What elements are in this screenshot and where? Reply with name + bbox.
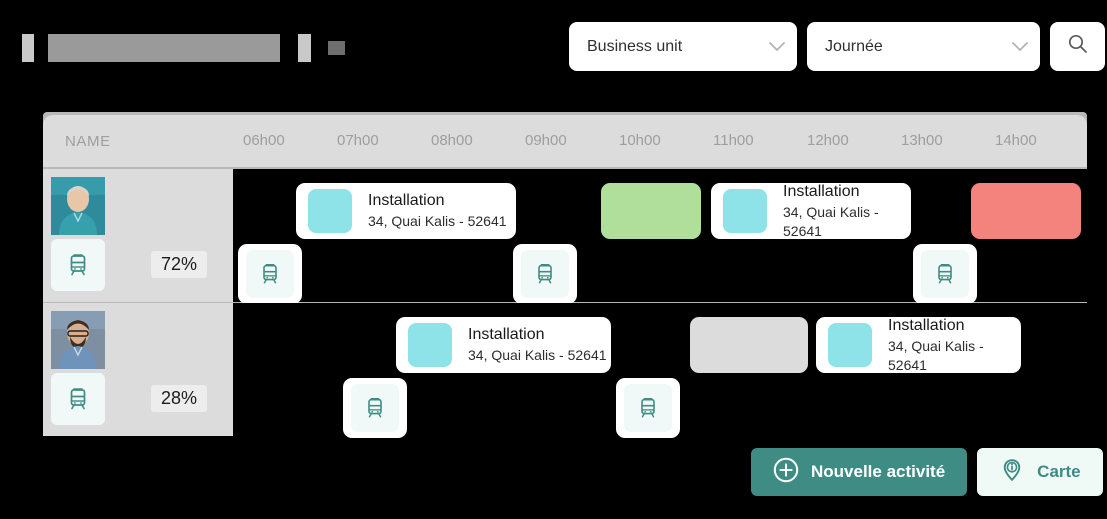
map-label: Carte (1037, 462, 1081, 481)
bottom-action-bar: Nouvelle activité Carte (751, 448, 1103, 496)
time-tick: 12h00 (807, 132, 849, 149)
tram-icon (51, 239, 105, 291)
activity-card[interactable]: Installation 34, Quai Kalis - 52641 (296, 183, 516, 239)
period-value: Journée (825, 37, 883, 55)
period-select[interactable]: Journée (807, 22, 1040, 71)
travel-segment[interactable] (616, 378, 680, 438)
time-tick: 11h00 (713, 132, 754, 149)
avatar (51, 311, 105, 369)
tram-icon (246, 250, 294, 298)
time-tick: 06h00 (243, 132, 285, 149)
timeline-header: 06h00 07h00 08h00 09h00 10h00 11h00 12h00 13h00… (233, 115, 1087, 167)
activity-title: Installation (368, 192, 445, 209)
plus-circle-icon (773, 457, 799, 488)
redaction-block (298, 34, 311, 62)
travel-segment[interactable] (513, 244, 577, 304)
activity-color-swatch (723, 189, 767, 233)
new-activity-button[interactable]: Nouvelle activité (751, 448, 968, 496)
avatar (51, 177, 105, 235)
activity-block[interactable] (690, 317, 808, 373)
tram-icon (624, 384, 672, 432)
schedule-header: NAME 06h00 07h00 08h00 09h00 10h00 11h00 12h00… (43, 115, 1087, 167)
activity-address: 34, Quai Kalis - 52641 (888, 337, 984, 373)
search-button[interactable] (1050, 22, 1105, 71)
activity-title: Installation (468, 326, 545, 343)
chevron-down-icon[interactable] (1000, 41, 1040, 52)
tram-icon (921, 250, 969, 298)
activity-block[interactable] (601, 183, 701, 239)
activity-address: 34, Quai Kalis - 52641 (368, 213, 507, 229)
filter-bar: Business unit Journée (553, 4, 1105, 88)
redaction-block (22, 34, 34, 62)
time-tick: 13h00 (901, 132, 943, 149)
activity-card[interactable]: Installation 34, Quai Kalis - 52641 (816, 317, 1021, 373)
time-tick: 07h00 (337, 132, 379, 149)
activity-color-swatch (828, 323, 872, 367)
business-unit-value: Business unit (587, 37, 683, 55)
tram-icon (521, 250, 569, 298)
time-tick: 08h00 (431, 132, 473, 149)
activity-color-swatch (408, 323, 452, 367)
activity-card[interactable]: Installation 34, Quai Kalis - 52641 (711, 183, 911, 239)
chevron-down-icon[interactable] (757, 41, 797, 52)
redacted-toolbar (0, 0, 520, 95)
activity-title: Installation (783, 182, 860, 200)
business-unit-select[interactable]: Business unit (569, 22, 797, 71)
tram-icon (51, 373, 105, 425)
utilization-percent-badge: 72% (151, 251, 208, 278)
name-column-label: NAME (65, 132, 111, 150)
travel-segment[interactable] (238, 244, 302, 304)
activity-card[interactable]: Installation 34, Quai Kalis - 52641 (396, 317, 611, 373)
time-tick: 09h00 (525, 132, 567, 149)
schedule-panel: NAME 06h00 07h00 08h00 09h00 10h00 11h00 12h00… (43, 112, 1087, 438)
utilization-percent-badge: 28% (151, 385, 208, 412)
activity-title: Installation (888, 316, 965, 334)
tram-icon (351, 384, 399, 432)
redaction-block (328, 41, 345, 55)
row-resource-cell: 28% (43, 303, 233, 436)
travel-segment[interactable] (913, 244, 977, 304)
search-icon (1067, 33, 1089, 60)
new-activity-label: Nouvelle activité (811, 462, 946, 481)
row-resource-cell: 72% (43, 169, 233, 302)
map-pin-info-icon (999, 457, 1025, 488)
travel-segment[interactable] (343, 378, 407, 438)
activity-address: 34, Quai Kalis - 52641 (468, 347, 607, 363)
redaction-block (48, 34, 280, 62)
activity-address: 34, Quai Kalis - 52641 (783, 203, 879, 239)
activity-color-swatch (308, 189, 352, 233)
time-tick: 10h00 (619, 132, 661, 149)
activity-block[interactable] (971, 183, 1081, 239)
name-column-header: NAME (43, 115, 233, 167)
time-tick: 14h00 (995, 132, 1037, 149)
map-button[interactable]: Carte (977, 448, 1103, 496)
